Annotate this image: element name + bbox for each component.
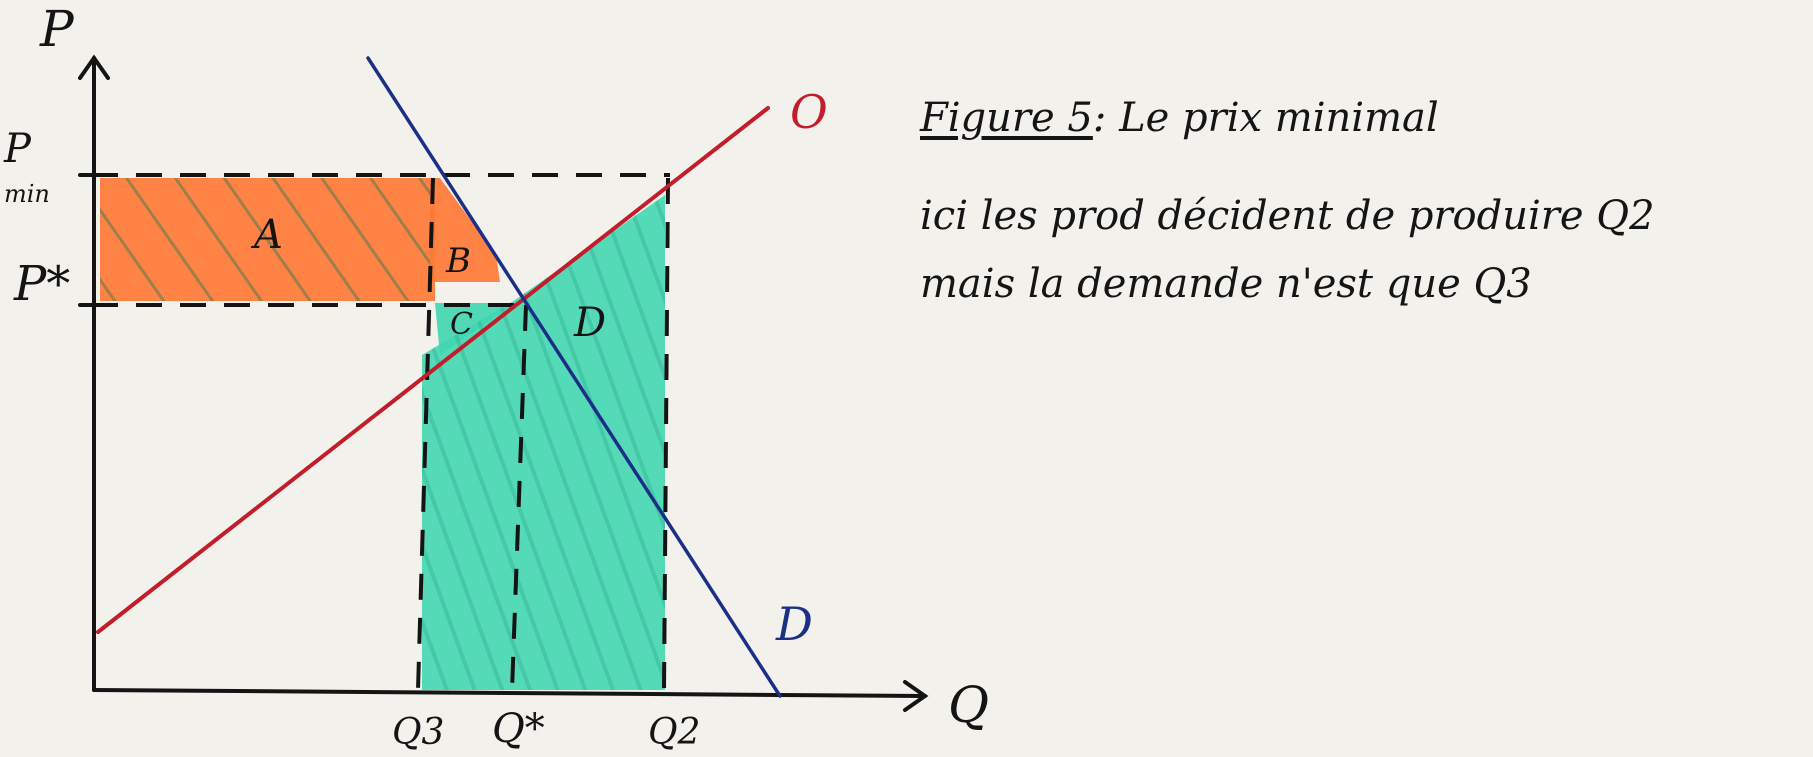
x-axis [92, 688, 927, 698]
q2-label: Q2 [648, 712, 700, 753]
figure-number: Figure 5 [920, 95, 1093, 141]
q3-label: Q3 [392, 712, 444, 753]
area-d-label: D [573, 300, 606, 346]
q-star-guide [510, 304, 528, 691]
x-axis-arrow [903, 680, 929, 712]
p-min-symbol: P [3, 126, 32, 172]
p-star-label: P* [13, 256, 70, 312]
p-min-subscript: min [4, 180, 50, 208]
area-a-hatch [100, 178, 435, 301]
area-b-fill [430, 178, 500, 282]
guide-lines [92, 173, 670, 691]
y-axis-label: P [39, 0, 75, 58]
x-axis-label: Q [948, 676, 989, 734]
area-fills [100, 178, 665, 690]
figure-caption-title: Figure 5: Le prix minimal [920, 98, 1780, 138]
supply-curve-label: O [790, 85, 828, 139]
p-min-label: P min [3, 126, 50, 208]
axes [78, 54, 929, 712]
demand-curve [366, 56, 782, 698]
caption-line-2: ici les prod décident de produire Q2 [920, 193, 1655, 239]
supply-curve [96, 106, 770, 634]
figure-title: : Le prix minimal [1092, 95, 1439, 141]
y-axis-arrow [78, 54, 110, 80]
area-b-label: B [445, 241, 471, 281]
area-a-label: A [250, 212, 283, 258]
caption-line-3: mais la demande n'est que Q3 [920, 261, 1532, 307]
area-c-label: C [450, 307, 473, 342]
demand-curve-label: D [775, 597, 813, 651]
q-star-label: Q* [492, 706, 545, 752]
area-d-hatch [422, 195, 665, 690]
